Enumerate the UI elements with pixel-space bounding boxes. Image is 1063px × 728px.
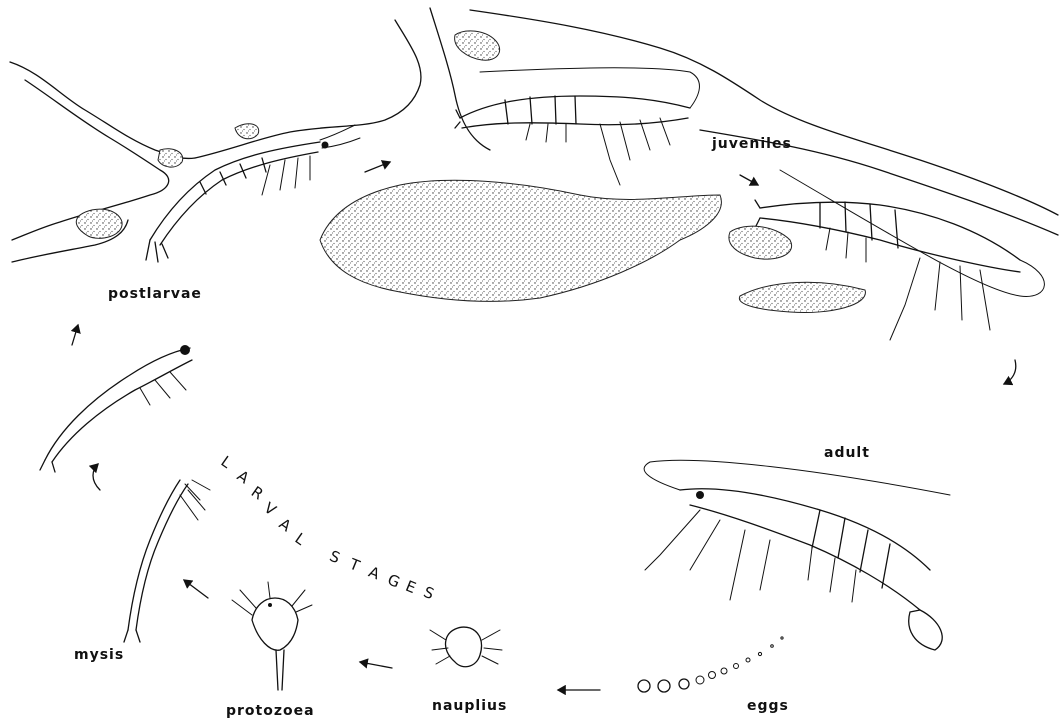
- islet: [729, 226, 792, 259]
- label-protozoea: protozoea: [226, 703, 315, 719]
- label-postlarvae: postlarvae: [108, 286, 202, 302]
- islet: [739, 282, 865, 312]
- island: [320, 180, 721, 301]
- early-postlarva: [40, 345, 192, 472]
- label-adult: adult: [824, 445, 870, 461]
- label-eggs: eggs: [747, 698, 789, 714]
- label-juveniles: juveniles: [712, 136, 792, 152]
- mysis-larva: [124, 480, 210, 642]
- juvenile-shrimp: [755, 170, 1044, 340]
- nauplius-larva: [430, 627, 502, 667]
- label-nauplius: nauplius: [432, 698, 507, 714]
- adult-shrimp: [644, 460, 950, 650]
- juvenile-shrimp: [455, 68, 699, 185]
- label-mysis: mysis: [74, 647, 124, 663]
- eggs-cluster: [638, 637, 783, 692]
- protozoea-larva: [232, 582, 312, 690]
